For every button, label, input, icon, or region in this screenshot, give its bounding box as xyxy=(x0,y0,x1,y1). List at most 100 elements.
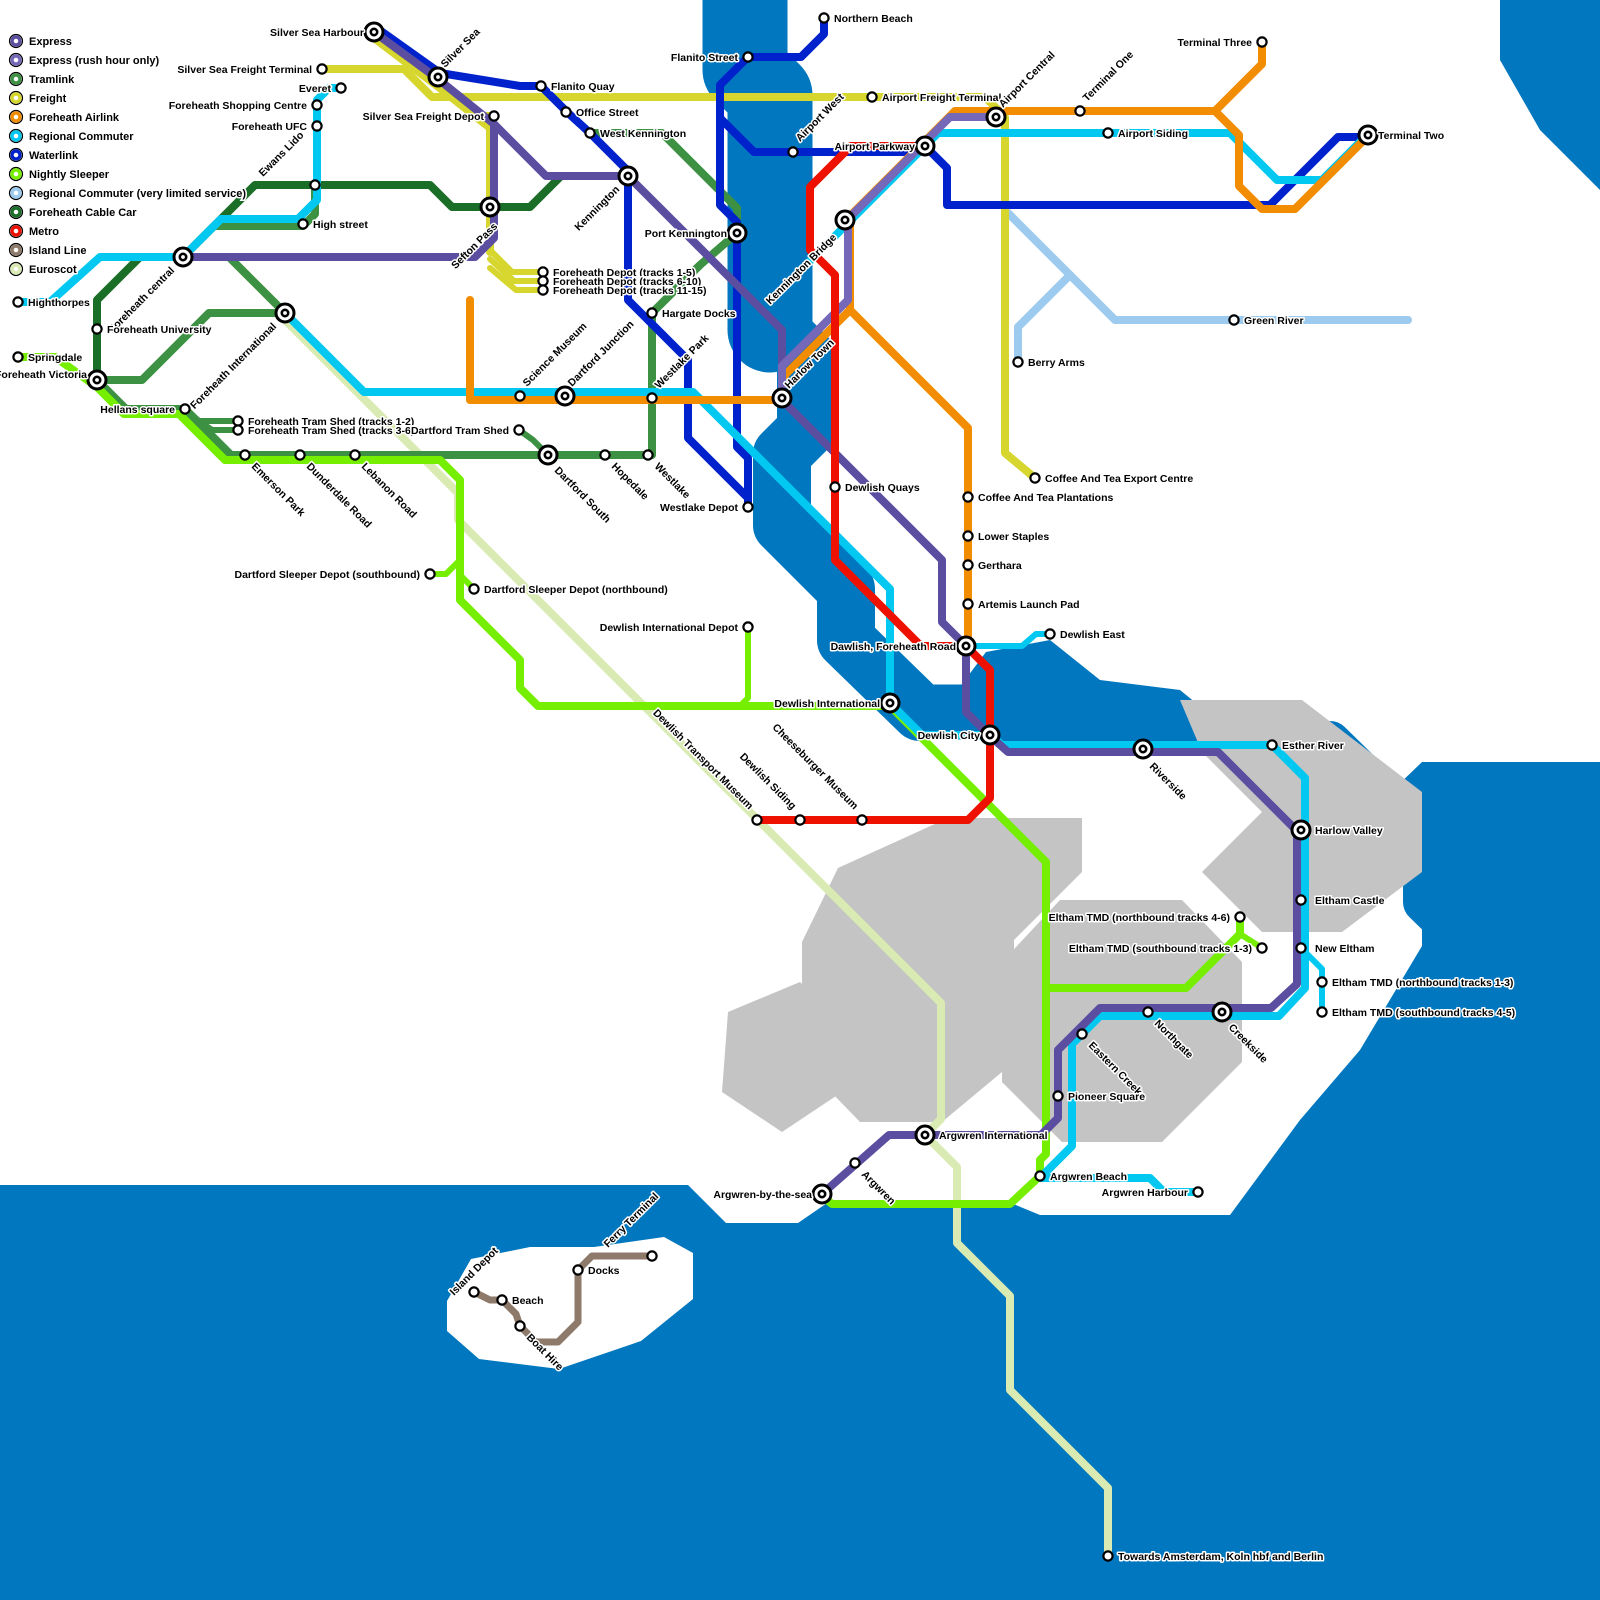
station-berry-arms[interactable]: Berry Arms xyxy=(1012,356,1086,371)
station-foreheath-depot-11-15[interactable]: Foreheath Depot (tracks 11-15) xyxy=(537,284,708,299)
stop-marker[interactable] xyxy=(646,307,658,319)
station-argwren-international[interactable]: Argwren International xyxy=(914,1124,1049,1146)
station-artemis-launch-pad[interactable]: Artemis Launch Pad xyxy=(962,598,1081,613)
stop-marker[interactable] xyxy=(1044,628,1056,640)
station-dewlish-east[interactable]: Dewlish East xyxy=(1044,628,1127,643)
stop-marker[interactable] xyxy=(232,415,244,427)
station-foreheath-university[interactable]: Foreheath University xyxy=(91,323,213,338)
stop-marker[interactable] xyxy=(1012,356,1024,368)
station-foreheath-tram-shed-3-6[interactable]: Foreheath Tram Shed (tracks 3-6) xyxy=(232,424,416,439)
stop-marker[interactable] xyxy=(232,424,244,436)
stop-marker[interactable] xyxy=(12,296,24,308)
stop-marker[interactable] xyxy=(742,51,754,63)
station-port-kennington[interactable]: Port Kennington xyxy=(643,222,748,244)
stop-marker[interactable] xyxy=(1076,1028,1088,1040)
station-foreheath-tram-shed-1-2[interactable]: Foreheath Tram Shed (tracks 1-2) xyxy=(232,415,416,430)
stop-marker[interactable] xyxy=(424,568,436,580)
stop-marker[interactable] xyxy=(794,814,806,826)
station-dawlish-foreheath-road[interactable]: Dawlish, Foreheath Road xyxy=(829,635,977,657)
stop-marker[interactable] xyxy=(642,449,654,461)
station-coffee-and-tea-plantations[interactable]: Coffee And Tea Plantations xyxy=(962,491,1115,506)
stop-marker[interactable] xyxy=(1074,105,1086,117)
stop-marker[interactable] xyxy=(646,1250,658,1262)
station-pioneer-square[interactable]: Pioneer Square xyxy=(1052,1090,1147,1105)
station-dartford-tram-shed[interactable]: Dartford Tram Shed xyxy=(409,424,525,439)
station-dewlish-city[interactable]: Dewlish City xyxy=(916,724,1001,746)
stop-marker[interactable] xyxy=(742,501,754,513)
station-dartford-sleeper-depot-nb[interactable]: Dartford Sleeper Depot (northbound) xyxy=(468,583,669,598)
station-hellans-square[interactable]: Hellans square xyxy=(99,403,191,418)
station-silver-sea-freight-terminal[interactable]: Silver Sea Freight Terminal xyxy=(176,63,328,78)
station-everet[interactable]: Everet xyxy=(297,82,347,97)
stop-marker[interactable] xyxy=(316,63,328,75)
station-ewans-lido[interactable]: Ewans Lido xyxy=(255,128,321,191)
stop-marker[interactable] xyxy=(866,91,878,103)
stop-marker[interactable] xyxy=(849,1157,861,1169)
stop-marker[interactable] xyxy=(962,598,974,610)
stop-marker[interactable] xyxy=(537,284,549,296)
stop-marker[interactable] xyxy=(599,449,611,461)
station-argwren-by-the-sea[interactable]: Argwren-by-the-sea xyxy=(712,1183,833,1205)
station-silver-sea-harbour[interactable]: Silver Sea Harbour xyxy=(269,21,385,43)
stop-marker[interactable] xyxy=(1266,739,1278,751)
stop-marker[interactable] xyxy=(1295,894,1307,906)
station-esther-river[interactable]: Esther River xyxy=(1266,739,1345,754)
stop-marker[interactable] xyxy=(349,449,361,461)
stop-marker[interactable] xyxy=(856,814,868,826)
station-beach[interactable]: Beach xyxy=(496,1294,545,1309)
stop-marker[interactable] xyxy=(496,1294,508,1306)
station-northern-beach[interactable]: Northern Beach xyxy=(818,12,914,27)
stop-marker[interactable] xyxy=(1256,36,1268,48)
stop-marker[interactable] xyxy=(468,1286,480,1298)
stop-marker[interactable] xyxy=(335,82,347,94)
station-foreheath-depot-1-5[interactable]: Foreheath Depot (tracks 1-5) xyxy=(537,266,697,281)
stop-marker[interactable] xyxy=(962,491,974,503)
stop-marker[interactable] xyxy=(1316,976,1328,988)
stop-marker[interactable] xyxy=(311,120,323,132)
station-foreheath-depot-6-10[interactable]: Foreheath Depot (tracks 6-10) xyxy=(537,275,703,290)
station-hargate-docks[interactable]: Hargate Docks xyxy=(646,307,737,322)
stop-marker[interactable] xyxy=(742,621,754,633)
station-dartford-sleeper-depot-sb[interactable]: Dartford Sleeper Depot (southbound) xyxy=(233,568,436,583)
station-high-street[interactable]: High street xyxy=(297,218,370,233)
station-office-street[interactable]: Office Street xyxy=(560,106,640,121)
stop-marker[interactable] xyxy=(513,424,525,436)
stop-marker[interactable] xyxy=(179,403,191,415)
station-terminal-two[interactable]: Terminal Two xyxy=(1357,124,1446,146)
station-springdale[interactable]: Springdale xyxy=(12,351,84,366)
stop-marker[interactable] xyxy=(535,80,547,92)
station-foreheath-victoria[interactable]: Foreheath Victoria xyxy=(0,368,108,391)
station-airport-parkway[interactable]: Airport Parkway xyxy=(833,135,936,157)
stop-marker[interactable] xyxy=(468,583,480,595)
station-lower-staples[interactable]: Lower Staples xyxy=(962,530,1051,545)
stop-marker[interactable] xyxy=(1234,911,1246,923)
station-flanito-street[interactable]: Flanito Street xyxy=(669,51,754,66)
stop-marker[interactable] xyxy=(572,1264,584,1276)
station-eltham-tmd-nb-4-6[interactable]: Eltham TMD (northbound tracks 4-6) xyxy=(1047,911,1246,926)
stop-marker[interactable] xyxy=(537,266,549,278)
stop-marker[interactable] xyxy=(1295,942,1307,954)
stop-marker[interactable] xyxy=(584,127,596,139)
stop-marker[interactable] xyxy=(239,449,251,461)
stop-marker[interactable] xyxy=(297,218,309,230)
station-dewlish-international[interactable]: Dewlish International xyxy=(773,692,901,714)
stop-marker[interactable] xyxy=(1228,314,1240,326)
station-eltham-tmd-sb-4-5[interactable]: Eltham TMD (southbound tracks 4-5) xyxy=(1316,1006,1517,1021)
stop-marker[interactable] xyxy=(1142,1006,1154,1018)
station-terminal-three[interactable]: Terminal Three xyxy=(1176,36,1268,51)
station-westlake-depot[interactable]: Westlake Depot xyxy=(659,501,754,516)
station-gerthara[interactable]: Gerthara xyxy=(962,559,1023,574)
stop-marker[interactable] xyxy=(787,146,799,158)
stop-marker[interactable] xyxy=(514,1320,526,1332)
stop-marker[interactable] xyxy=(309,179,321,191)
station-airport-freight-terminal[interactable]: Airport Freight Terminal xyxy=(866,91,1003,106)
stop-marker[interactable] xyxy=(1256,942,1268,954)
station-harlow-valley[interactable]: Harlow Valley xyxy=(1290,819,1384,841)
stop-marker[interactable] xyxy=(1192,1186,1204,1198)
stop-marker[interactable] xyxy=(537,275,549,287)
station-towards-amsterdam[interactable]: Towards Amsterdam, Koln hbf and Berlin xyxy=(1102,1550,1325,1565)
stop-marker[interactable] xyxy=(514,390,526,402)
station-silver-sea-freight-depot[interactable]: Silver Sea Freight Depot xyxy=(361,110,500,125)
station-docks[interactable]: Docks xyxy=(572,1264,621,1279)
stop-marker[interactable] xyxy=(962,559,974,571)
